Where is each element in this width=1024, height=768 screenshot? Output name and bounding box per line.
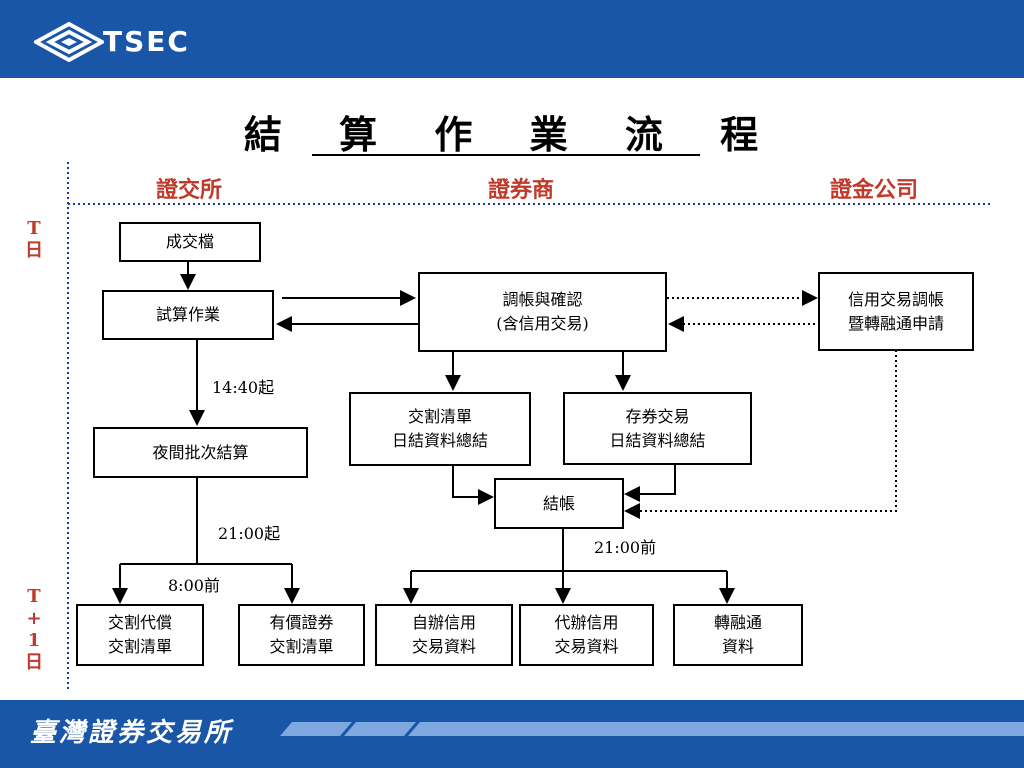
box-credit-adjust: 信用交易調帳 暨轉融通申請 xyxy=(818,272,974,351)
box-close-account: 結帳 xyxy=(494,478,624,529)
box-delivery-list: 交割清單 日結資料總結 xyxy=(349,392,531,466)
box-adjust-confirm: 調帳與確認 (含信用交易) xyxy=(418,272,667,352)
box-paid-securities: 有價證券 交割清單 xyxy=(238,604,365,666)
column-header-broker: 證券商 xyxy=(488,177,555,203)
footer-org-name: 臺灣證券交易所 xyxy=(30,718,234,748)
column-header-exchange: 證交所 xyxy=(156,177,223,203)
t-plus-1-day-label: T + 1 日 xyxy=(25,586,43,673)
time-label-1440: 14:40起 xyxy=(212,378,275,397)
box-delivery-substitute: 交割代償 交割清單 xyxy=(76,604,204,666)
footer-stripes xyxy=(280,722,1024,736)
box-trial-calc: 試算作業 xyxy=(102,290,274,340)
column-header-finance: 證金公司 xyxy=(830,177,919,203)
tsec-logo-icon xyxy=(34,22,104,62)
box-refinance: 轉融通 資料 xyxy=(673,604,803,666)
box-custody-trade: 存券交易 日結資料總結 xyxy=(563,392,752,465)
time-label-2100-before: 21:00前 xyxy=(594,538,657,557)
bottom-banner xyxy=(0,700,1024,768)
box-night-batch: 夜間批次結算 xyxy=(93,427,308,478)
time-label-0800: 8:00前 xyxy=(168,576,220,595)
page-title: 結 算 作 業 流 程 xyxy=(243,112,781,157)
time-label-2100-start: 21:00起 xyxy=(218,524,281,543)
box-agent-credit: 代辦信用 交易資料 xyxy=(519,604,654,666)
box-trade-file: 成交檔 xyxy=(119,222,261,262)
logo-text: TSEC xyxy=(103,25,190,58)
box-self-credit: 自辦信用 交易資料 xyxy=(375,604,513,666)
t-day-label: T 日 xyxy=(25,218,43,261)
top-banner: TSEC xyxy=(0,0,1024,78)
title-underline xyxy=(312,154,700,156)
